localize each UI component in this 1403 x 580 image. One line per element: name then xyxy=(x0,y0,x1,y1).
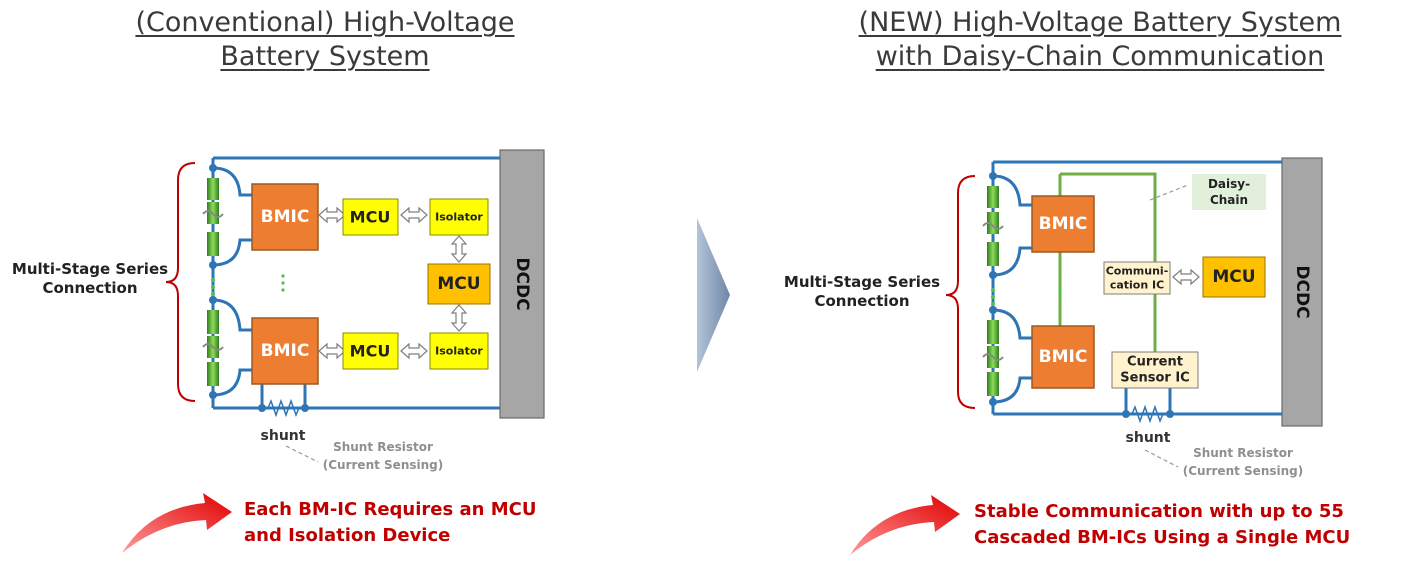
bmic-bottom xyxy=(251,317,319,385)
mcu-isolator-arrow-bottom xyxy=(400,343,428,359)
dcdc-label: DCDC xyxy=(512,257,532,310)
daisy-chain-claim-line2: Cascaded BM-ICs Using a Single MCU xyxy=(974,527,1351,548)
conventional-title-line2: Battery System xyxy=(220,41,430,72)
mcu-top-label: MCU xyxy=(350,208,391,227)
claim-arrow-right-icon xyxy=(850,495,960,555)
battery-cells-top xyxy=(202,178,224,256)
battery-cells-top xyxy=(982,186,1004,266)
daisy-chain-claim-line1: Stable Communication with up to 55 xyxy=(974,501,1344,522)
isolator-top-label: Isolator xyxy=(435,211,483,224)
shunt-note-line1: Shunt Resistor xyxy=(333,440,433,454)
shunt-resistor-icon xyxy=(262,398,305,418)
mcu-top xyxy=(342,198,399,236)
claim-arrow-left-icon xyxy=(122,493,232,553)
series-dots xyxy=(211,278,215,296)
daisy-chain-claim: Stable Communication with up to 55 Casca… xyxy=(974,499,1350,551)
communication-ic-label-line2: cation IC xyxy=(1110,279,1164,292)
communication-ic-label-line1: Communi- xyxy=(1106,265,1169,278)
stack-dots xyxy=(1058,280,1062,298)
side-label-line2: Connection xyxy=(814,292,909,310)
isolator-top xyxy=(429,198,489,236)
shunt-resistor-icon xyxy=(1126,404,1170,424)
side-label-line1: Multi-Stage Series xyxy=(12,260,168,278)
conventional-diagram: Multi-Stage Series Connection xyxy=(12,149,545,472)
battery-cells-bottom xyxy=(202,310,224,386)
communication-ic xyxy=(1103,261,1171,295)
current-sensor-ic xyxy=(1111,351,1199,389)
dcdc-label: DCDC xyxy=(1292,265,1312,318)
daisy-chain-label-line2: Chain xyxy=(1210,193,1248,207)
shunt-note-line1: Shunt Resistor xyxy=(1193,446,1293,460)
comm-ic-mcu-arrow xyxy=(1172,269,1200,285)
bmic-mcu-arrow-bottom xyxy=(318,343,346,359)
shunt-label: shunt xyxy=(1126,430,1171,446)
daisy-chain-title-line1: (NEW) High-Voltage Battery System xyxy=(858,7,1342,38)
isolator-bottom-label: Isolator xyxy=(435,345,483,358)
isolator-bottom xyxy=(429,332,489,370)
bmic-mcu-arrow-top xyxy=(318,207,346,223)
bmic-top-label: BMIC xyxy=(261,207,310,227)
conventional-title-line1: (Conventional) High-Voltage xyxy=(135,7,515,38)
bmic-bottom-label: BMIC xyxy=(261,341,310,361)
shunt-note-line2: (Current Sensing) xyxy=(323,458,443,472)
stack-dots xyxy=(281,274,285,292)
current-sensor-label-line2: Sensor IC xyxy=(1120,371,1189,386)
bmic-top xyxy=(1031,195,1095,253)
side-label-line2: Connection xyxy=(42,279,137,297)
conventional-claim-line2: and Isolation Device xyxy=(244,525,451,546)
dcdc-block xyxy=(1281,157,1323,427)
shunt-note-line2: (Current Sensing) xyxy=(1183,464,1303,478)
mcu-bottom xyxy=(342,332,399,370)
daisy-chain-diagram: Multi-Stage Series Connection xyxy=(784,157,1323,478)
bmic-top-label: BMIC xyxy=(1039,214,1088,234)
daisy-chain-callout xyxy=(1192,174,1266,210)
daisy-chain-title-line2: with Daisy-Chain Communication xyxy=(875,41,1325,72)
mcu-isolator-arrow-top xyxy=(400,207,428,223)
shunt-note-leader xyxy=(285,445,319,463)
isolator-mcu-arrow-top xyxy=(451,235,467,263)
bmic-top xyxy=(251,183,319,251)
mcu-bottom-label: MCU xyxy=(350,342,391,361)
conventional-claim: Each BM-IC Requires an MCU and Isolation… xyxy=(244,497,536,549)
daisy-chain-title: (NEW) High-Voltage Battery System with D… xyxy=(820,6,1380,74)
series-bracket xyxy=(165,162,196,402)
series-dots xyxy=(991,288,995,306)
bmic-bottom-label: BMIC xyxy=(1039,347,1088,367)
series-bracket xyxy=(945,175,976,409)
shunt-label: shunt xyxy=(261,428,306,444)
daisy-chain-label-line1: Daisy- xyxy=(1208,177,1250,191)
side-label-line1: Multi-Stage Series xyxy=(784,273,940,291)
transition-arrow-icon xyxy=(697,218,730,372)
wire-nodes xyxy=(209,164,309,412)
mcu-central xyxy=(427,263,491,305)
mcu xyxy=(1202,256,1266,298)
current-sensor-label-line1: Current xyxy=(1127,355,1183,370)
mcu-label: MCU xyxy=(1212,267,1255,287)
dcdc-block xyxy=(499,149,545,419)
battery-cells-bottom xyxy=(982,320,1004,396)
mcu-central-label: MCU xyxy=(437,274,480,294)
conventional-claim-line1: Each BM-IC Requires an MCU xyxy=(244,499,537,520)
isolator-mcu-arrow-bottom xyxy=(451,304,467,332)
conventional-title: (Conventional) High-Voltage Battery Syst… xyxy=(70,6,580,74)
bmic-bottom xyxy=(1031,325,1095,389)
shunt-note-leader xyxy=(1144,449,1179,468)
wire-nodes xyxy=(989,172,1174,418)
